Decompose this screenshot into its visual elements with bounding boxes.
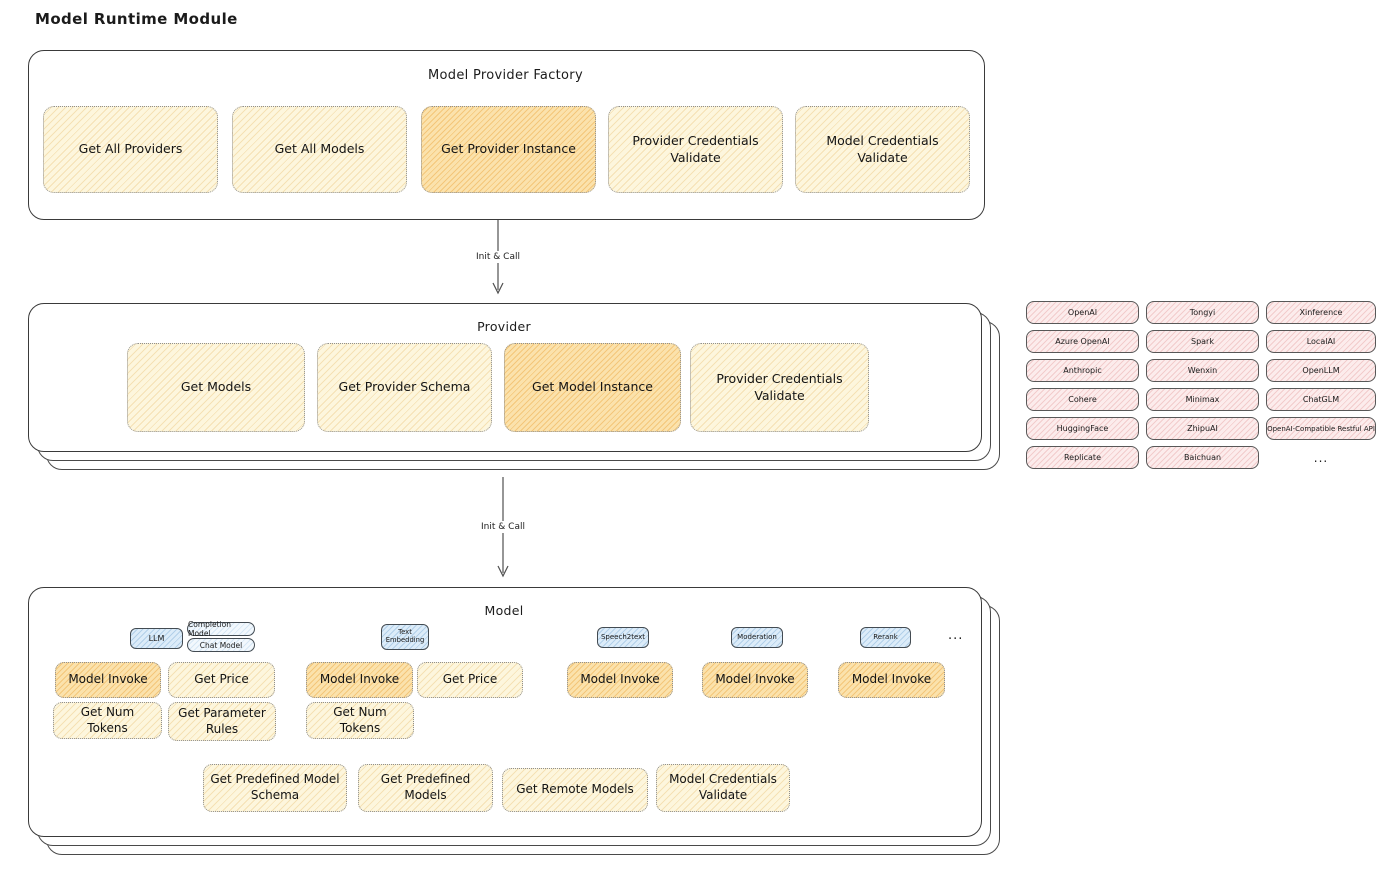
factory-op-model-credentials-validate: Model Credentials Validate bbox=[795, 106, 970, 193]
tag-speech2text: Speech2text bbox=[597, 627, 649, 648]
tag-chat-model: Chat Model bbox=[187, 638, 255, 652]
factory-op-get-provider-instance: Get Provider Instance bbox=[421, 106, 596, 193]
model-op-label: Model Invoke bbox=[715, 672, 795, 687]
tag-text-embedding: Text Embedding bbox=[381, 624, 429, 650]
model-op-label: Model Invoke bbox=[68, 672, 148, 687]
model-op-te-get-num-tokens: Get Num Tokens bbox=[306, 702, 414, 739]
model-op-label: Model Invoke bbox=[319, 672, 400, 687]
provider-pill-anthropic: Anthropic bbox=[1026, 359, 1139, 382]
model-op-get-predefined-models: Get Predefined Models bbox=[358, 764, 493, 812]
model-op-get-remote-models: Get Remote Models bbox=[502, 768, 648, 812]
model-op-moderation-model-invoke: Model Invoke bbox=[702, 662, 808, 698]
model-op-llm-get-parameter-rules: Get Parameter Rules bbox=[168, 702, 276, 741]
arrow-label-init-call-1: Init & Call bbox=[472, 251, 524, 263]
model-op-llm-get-price: Get Price bbox=[168, 662, 275, 698]
factory-op-get-all-models: Get All Models bbox=[232, 106, 407, 193]
factory-op-label: Get All Providers bbox=[78, 141, 183, 157]
provider-op-provider-credentials-validate: Provider Credentials Validate bbox=[690, 343, 869, 432]
provider-pill-tongyi: Tongyi bbox=[1146, 301, 1259, 324]
provider-pill-xinference: Xinference bbox=[1266, 301, 1376, 324]
model-op-label: Get Predefined Models bbox=[380, 772, 471, 802]
model-op-label: Get Parameter Rules bbox=[178, 705, 266, 736]
provider-pill-minimax: Minimax bbox=[1146, 388, 1259, 411]
provider-op-label: Get Model Instance bbox=[532, 379, 653, 395]
model-op-label: Get Predefined Model Schema bbox=[210, 772, 340, 802]
provider-pill-cohere: Cohere bbox=[1026, 388, 1139, 411]
page-title: Model Runtime Module bbox=[35, 10, 238, 28]
model-op-te-model-invoke: Model Invoke bbox=[306, 662, 413, 698]
factory-title: Model Provider Factory bbox=[428, 68, 583, 83]
provider-op-get-provider-schema: Get Provider Schema bbox=[317, 343, 492, 432]
provider-pills-grid: OpenAI Tongyi Xinference Azure OpenAI Sp… bbox=[1026, 301, 1376, 469]
model-op-label: Get Num Tokens bbox=[333, 704, 387, 735]
arrow-label-init-call-2: Init & Call bbox=[477, 521, 529, 533]
provider-pill-wenxin: Wenxin bbox=[1146, 359, 1259, 382]
tag-moderation: Moderation bbox=[731, 627, 783, 648]
factory-op-label: Get All Models bbox=[274, 141, 365, 157]
provider-op-label: Get Models bbox=[180, 379, 252, 395]
provider-pills-ellipsis: ... bbox=[1313, 450, 1329, 465]
factory-op-get-all-providers: Get All Providers bbox=[43, 106, 218, 193]
provider-pill-chatglm: ChatGLM bbox=[1266, 388, 1376, 411]
provider-pill-localai: LocalAI bbox=[1266, 330, 1376, 353]
provider-op-get-models: Get Models bbox=[127, 343, 305, 432]
model-op-label: Get Price bbox=[442, 672, 498, 687]
model-title: Model bbox=[484, 603, 524, 618]
factory-op-label: Get Provider Instance bbox=[441, 141, 576, 157]
model-op-rerank-model-invoke: Model Invoke bbox=[838, 662, 945, 698]
model-op-label: Get Num Tokens bbox=[80, 704, 135, 735]
provider-pill-huggingface: HuggingFace bbox=[1026, 417, 1139, 440]
model-op-llm-model-invoke: Model Invoke bbox=[55, 662, 161, 698]
provider-pill-zhipuai: ZhipuAI bbox=[1146, 417, 1259, 440]
model-tags-ellipsis: ... bbox=[948, 628, 964, 643]
provider-pill-openai: OpenAI bbox=[1026, 301, 1139, 324]
model-op-model-credentials-validate: Model Credentials Validate bbox=[656, 764, 790, 812]
provider-op-get-model-instance: Get Model Instance bbox=[504, 343, 681, 432]
model-op-label: Model Invoke bbox=[851, 672, 932, 687]
model-op-get-predefined-model-schema: Get Predefined Model Schema bbox=[203, 764, 347, 812]
tag-llm: LLM bbox=[130, 628, 183, 649]
provider-pill-openai-compatible-restful-api: OpenAI-Compatible Restful API bbox=[1266, 417, 1376, 440]
model-op-label: Model Credentials Validate bbox=[669, 772, 777, 802]
factory-op-provider-credentials-validate: Provider Credentials Validate bbox=[608, 106, 783, 193]
provider-pill-openllm: OpenLLM bbox=[1266, 359, 1376, 382]
provider-op-label: Provider Credentials Validate bbox=[716, 371, 843, 403]
model-op-label: Model Invoke bbox=[580, 672, 660, 687]
model-op-label: Get Remote Models bbox=[516, 782, 634, 797]
tag-completion-model: Completion Model bbox=[187, 620, 255, 638]
model-op-llm-get-num-tokens: Get Num Tokens bbox=[53, 702, 162, 739]
provider-title: Provider bbox=[477, 319, 531, 334]
tag-rerank: Rerank bbox=[860, 627, 911, 648]
model-op-te-get-price: Get Price bbox=[417, 662, 523, 698]
factory-op-label: Model Credentials Validate bbox=[826, 133, 939, 165]
provider-pill-baichuan: Baichuan bbox=[1146, 446, 1259, 469]
provider-pill-spark: Spark bbox=[1146, 330, 1259, 353]
provider-pill-azure-openai: Azure OpenAI bbox=[1026, 330, 1139, 353]
model-op-s2t-model-invoke: Model Invoke bbox=[567, 662, 673, 698]
model-op-label: Get Price bbox=[194, 672, 249, 687]
provider-pill-replicate: Replicate bbox=[1026, 446, 1139, 469]
factory-op-label: Provider Credentials Validate bbox=[632, 133, 759, 165]
provider-op-label: Get Provider Schema bbox=[338, 379, 471, 395]
